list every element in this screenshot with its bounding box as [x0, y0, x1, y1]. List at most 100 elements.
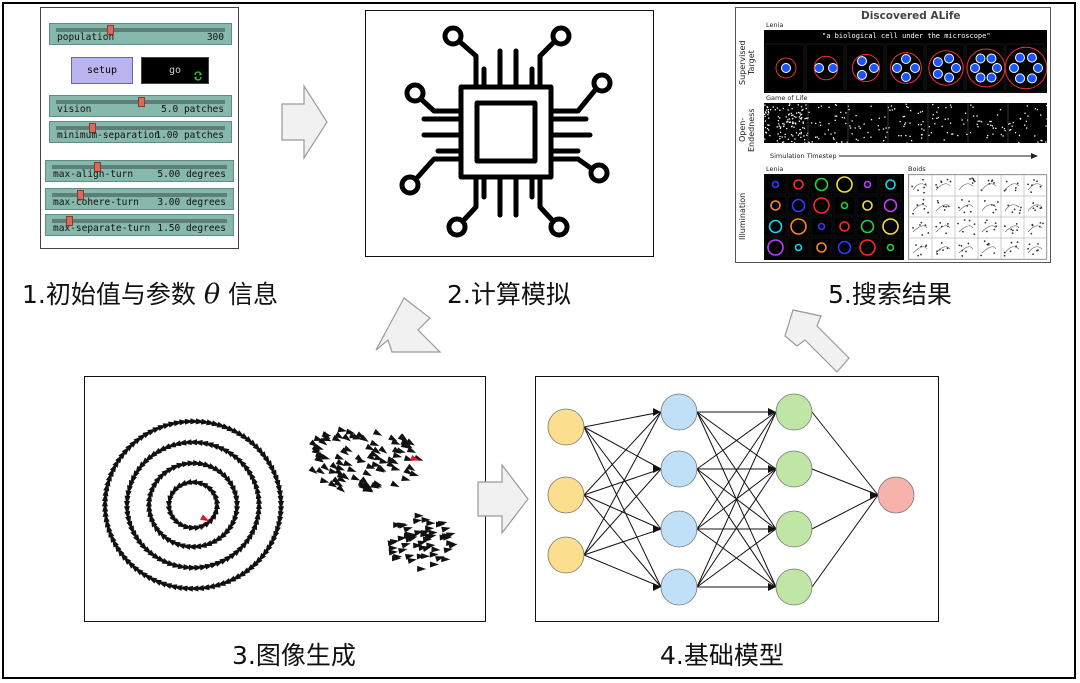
- slider-value: 1.50 degrees: [157, 223, 226, 234]
- alife-title: Discovered ALife: [861, 10, 961, 22]
- boid: [343, 460, 353, 466]
- illumination-lenia-image: [764, 174, 902, 258]
- network-node: [775, 450, 813, 488]
- boid: [405, 536, 415, 543]
- boid: [406, 463, 416, 471]
- network-node: [660, 450, 698, 488]
- network-edge: [583, 468, 662, 556]
- boid: [356, 457, 367, 464]
- boid: [407, 558, 417, 564]
- boid: [194, 585, 205, 592]
- row2-label: Open-Endedness: [738, 108, 756, 152]
- boid: [171, 440, 182, 447]
- boid: [429, 561, 439, 568]
- slider-thumb[interactable]: [88, 123, 96, 133]
- boid: [204, 442, 214, 449]
- boid: [374, 454, 384, 461]
- slider-value: 5.00 degrees: [157, 169, 226, 180]
- boid: [321, 431, 331, 440]
- boid: [398, 548, 408, 554]
- boid: [340, 447, 349, 456]
- boid: [369, 439, 380, 447]
- boid: [183, 585, 194, 592]
- boid: [102, 492, 108, 502]
- boid: [413, 542, 423, 549]
- boid: [359, 434, 369, 442]
- boid: [446, 540, 456, 547]
- slider-thumb[interactable]: [106, 25, 114, 35]
- boid: [328, 480, 338, 488]
- boid: [166, 509, 174, 520]
- slider-track: [52, 165, 227, 169]
- setup-button[interactable]: setup: [71, 57, 133, 84]
- boid: [448, 542, 458, 549]
- caption-simulation: 2.计算模拟: [447, 280, 571, 309]
- boid: [401, 475, 411, 482]
- row1-quote: "a biological cell under the microscope": [822, 32, 991, 40]
- boid: [146, 502, 153, 512]
- go-button[interactable]: go: [141, 57, 209, 84]
- boid: [127, 484, 133, 495]
- boid: [391, 438, 401, 445]
- boid: [219, 557, 229, 565]
- boid: [429, 551, 439, 558]
- boid: [124, 500, 130, 510]
- boid: [431, 546, 441, 553]
- row2-header: Game of Life: [766, 94, 808, 102]
- caption-image-generation: 3.图像生成: [232, 641, 356, 670]
- network-node: [775, 568, 813, 606]
- slider-thumb[interactable]: [65, 216, 73, 226]
- boid: [420, 530, 431, 537]
- slider-name: vision: [57, 104, 92, 115]
- boid: [130, 474, 137, 485]
- boid: [345, 428, 356, 435]
- slider-thumb[interactable]: [77, 190, 85, 200]
- boid: [161, 558, 172, 565]
- boid: [421, 516, 431, 523]
- boid: [352, 433, 362, 440]
- boid: [253, 515, 259, 526]
- boid: [331, 434, 342, 442]
- boid: [410, 454, 420, 461]
- network-edge: [696, 468, 777, 588]
- boid: [428, 529, 438, 536]
- boid: [178, 585, 188, 592]
- arrow-image-to-model: [477, 463, 529, 535]
- boid: [192, 460, 203, 466]
- arrow-params-to-simulation: [281, 83, 328, 161]
- caption-foundation-model: 4.基础模型: [660, 641, 784, 670]
- boid: [372, 481, 383, 488]
- boid: [193, 480, 203, 487]
- slider-thumb[interactable]: [137, 97, 145, 107]
- slider-thumb[interactable]: [94, 162, 102, 172]
- boid: [359, 476, 369, 485]
- network-node: [775, 393, 813, 431]
- boid: [152, 447, 162, 456]
- boid: [166, 500, 172, 510]
- boid: [404, 553, 415, 560]
- boid: [443, 547, 453, 554]
- boid: [364, 483, 374, 492]
- boid: [397, 434, 407, 443]
- network-node: [660, 393, 698, 431]
- network-node: [660, 510, 698, 548]
- boid: [214, 500, 220, 510]
- network-node: [877, 476, 915, 514]
- boid: [189, 585, 199, 592]
- network-edge: [583, 411, 662, 556]
- boid: [234, 500, 240, 510]
- boid: [308, 465, 318, 474]
- boid: [256, 494, 263, 505]
- boid: [124, 510, 131, 521]
- boid: [390, 480, 400, 488]
- boid: [193, 525, 204, 532]
- slider-value: 300: [206, 32, 224, 43]
- network-edge: [583, 411, 662, 428]
